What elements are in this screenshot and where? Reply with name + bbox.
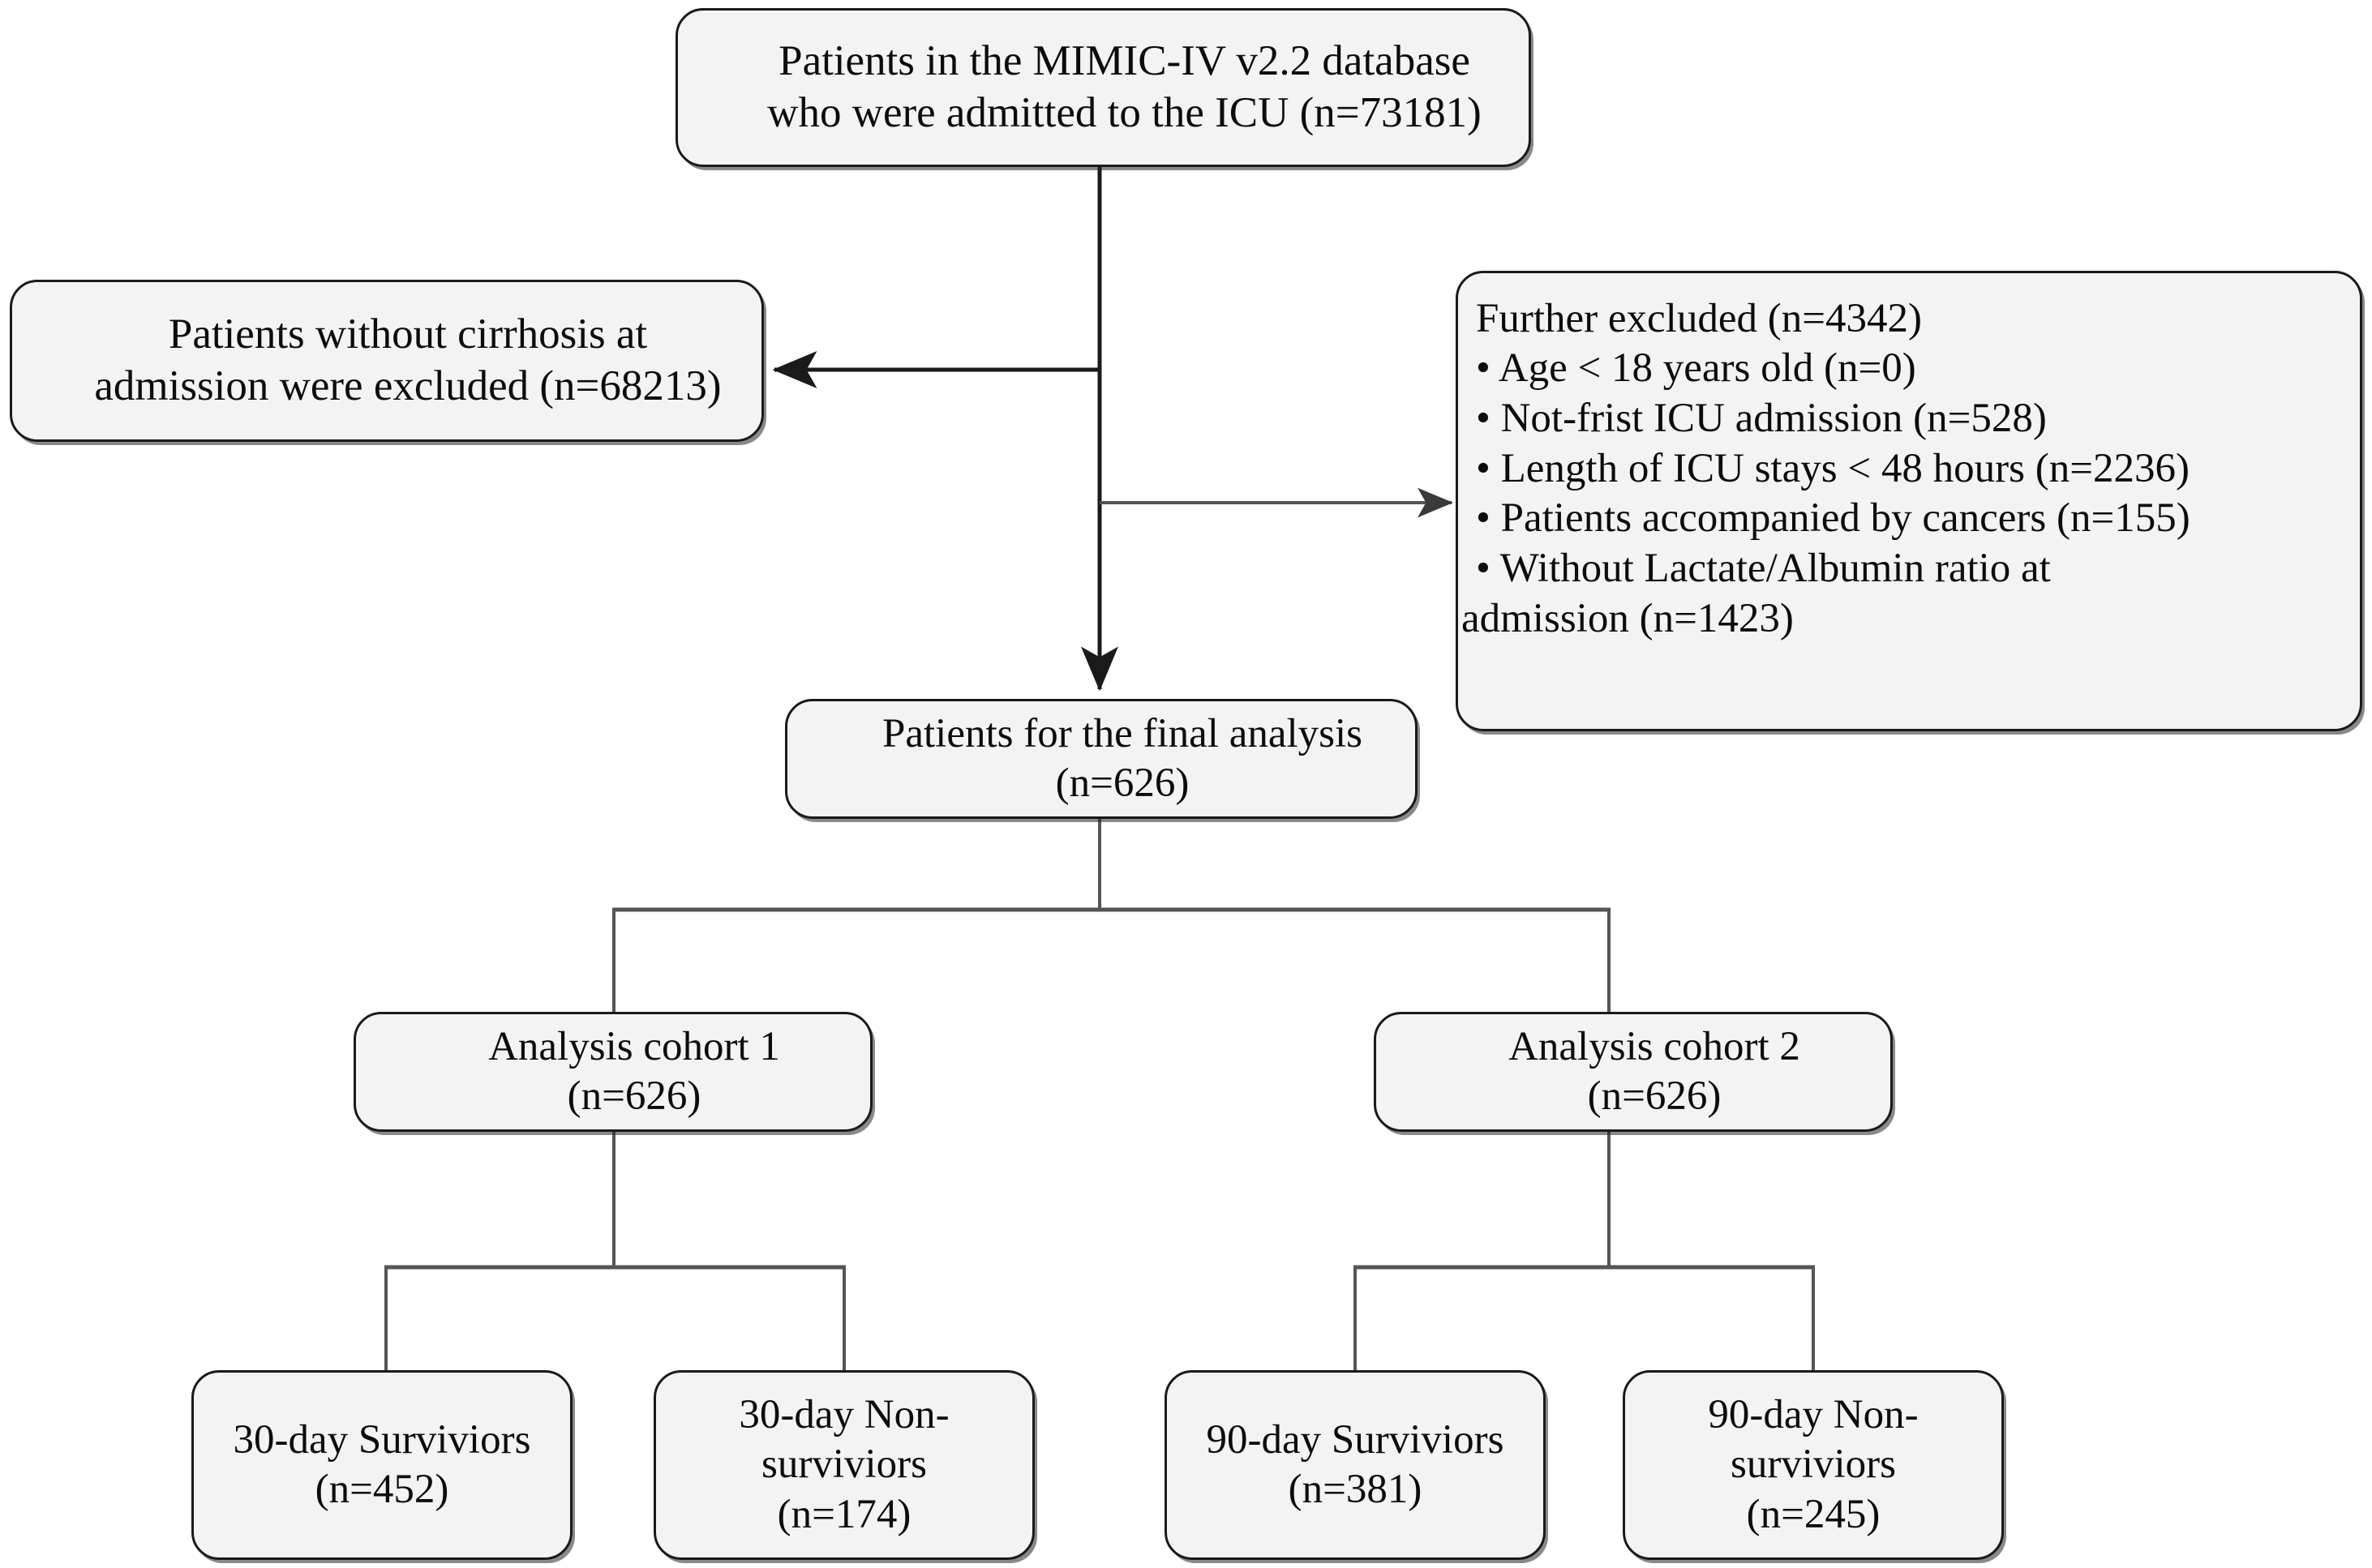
analysis-cohort-1-line-2: (n=626): [567, 1073, 701, 1119]
further-excluded-heading: Further excluded (n=4342): [1476, 296, 1922, 341]
further-excluded-bullet-1: • Age < 18 years old (n=0): [1476, 345, 1916, 392]
survivors-30-day-line-1: 30-day Surviviors: [233, 1416, 531, 1463]
non-survivors-90-day-line-3: (n=245): [1746, 1491, 1881, 1537]
further-excluded-bullet-5: • Without Lactate/Albumin ratio at: [1476, 546, 2051, 591]
further-excluded-bullet-list: • Age < 18 years old (n=0) • Not-frist I…: [1458, 344, 2360, 644]
source-cohort-line-1: Patients in the MIMIC-IV v2.2 database: [779, 37, 1470, 85]
non-survivors-30-day-line-2: surviviors: [761, 1442, 927, 1488]
non-survivors-90-day-line-1: 90-day Non-: [1708, 1392, 1919, 1438]
node-final-analysis[interactable]: Patients for the final analysis (n=626): [785, 699, 1418, 819]
node-survivors-30-day[interactable]: 30-day Surviviors (n=452): [191, 1370, 573, 1560]
analysis-cohort-2-line-2: (n=626): [1587, 1073, 1722, 1119]
further-excluded-bullet-5-cont: admission (n=1423): [1461, 595, 1794, 641]
node-non-survivors-30-day[interactable]: 30-day Non- surviviors (n=174): [654, 1370, 1035, 1560]
node-non-survivors-90-day[interactable]: 90-day Non- surviviors (n=245): [1623, 1370, 2004, 1560]
analysis-cohort-2-line-1: Analysis cohort 2: [1508, 1023, 1800, 1069]
further-excluded-bullet-2: • Not-frist ICU admission (n=528): [1476, 395, 2047, 441]
survivors-90-day-line-1: 90-day Surviviors: [1206, 1416, 1504, 1463]
final-analysis-line-1: Patients for the final analysis: [881, 710, 1363, 756]
node-analysis-cohort-2[interactable]: Analysis cohort 2 (n=626): [1374, 1012, 1893, 1132]
non-survivors-30-day-line-1: 30-day Non-: [739, 1392, 950, 1438]
non-survivors-30-day-line-3: (n=174): [777, 1491, 911, 1537]
further-excluded-bullet-3: • Length of ICU stays < 48 hours (n=2236…: [1476, 445, 2190, 491]
source-cohort-line-2: who were admitted to the ICU (n=73181): [767, 89, 1482, 136]
node-survivors-90-day[interactable]: 90-day Surviviors (n=381): [1165, 1370, 1546, 1560]
node-source-cohort[interactable]: Patients in the MIMIC-IV v2.2 database w…: [676, 8, 1531, 167]
excluded-no-cirrhosis-line-1: Patients without cirrhosis at: [168, 311, 648, 358]
further-excluded-bullet-4: • Patients accompanied by cancers (n=155…: [1476, 495, 2190, 542]
final-analysis-line-2: (n=626): [1055, 760, 1190, 806]
excluded-no-cirrhosis-line-2: admission were excluded (n=68213): [94, 362, 722, 409]
non-survivors-90-day-line-2: surviviors: [1731, 1442, 1896, 1488]
node-further-excluded[interactable]: Further excluded (n=4342) • Age < 18 yea…: [1456, 271, 2362, 731]
node-excluded-no-cirrhosis[interactable]: Patients without cirrhosis at admission …: [10, 280, 764, 442]
survivors-30-day-line-2: (n=452): [315, 1467, 449, 1512]
survivors-90-day-line-2: (n=381): [1288, 1467, 1422, 1512]
analysis-cohort-1-line-1: Analysis cohort 1: [488, 1023, 780, 1069]
node-analysis-cohort-1[interactable]: Analysis cohort 1 (n=626): [354, 1012, 873, 1132]
